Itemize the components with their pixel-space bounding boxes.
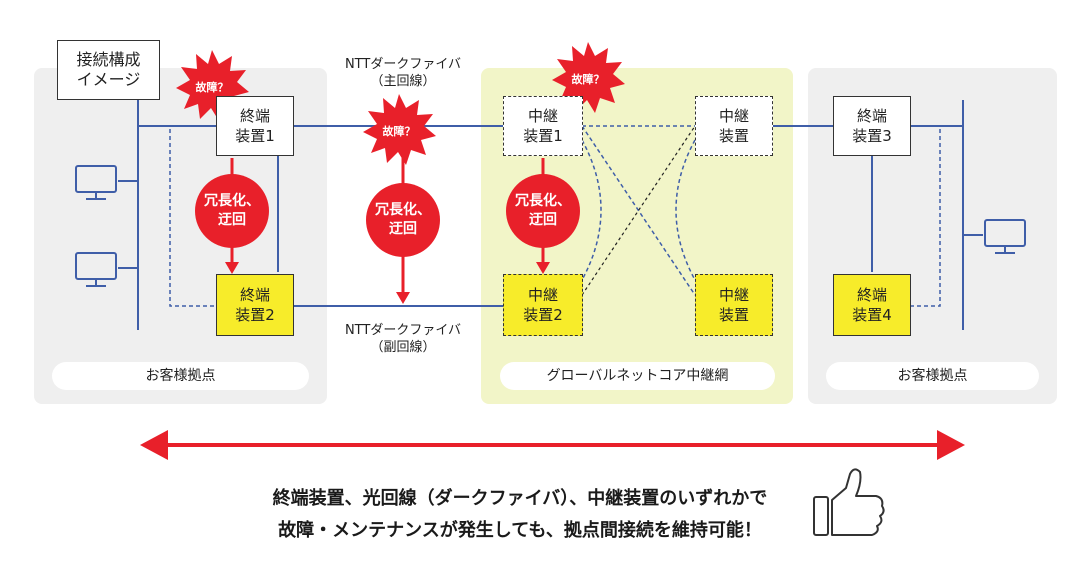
thumbs-up-icon	[813, 468, 885, 536]
primary-line-caption: NTTダークファイバ （主回線）	[344, 57, 462, 89]
bottom-message-line-2: 故障・メンテナンスが発生しても、拠点間接続を維持可能！	[278, 520, 762, 541]
zone-label-right-site: お客様拠点	[826, 362, 1039, 390]
zone-label-left-site: お客様拠点	[52, 362, 309, 390]
relay-device-bottom-right: 中継 装置	[695, 274, 773, 336]
terminal-device-4: 終端 装置4	[833, 274, 911, 336]
relay-device-1: 中継 装置1	[503, 96, 583, 156]
monitor-icon	[75, 165, 1026, 287]
bottom-message-line-1: 終端装置、光回線（ダークファイバ）、中継装置のいずれかで	[272, 488, 768, 509]
secondary-line-caption: NTTダークファイバ （副回線）	[344, 323, 462, 355]
double-arrow-icon	[140, 430, 965, 460]
terminal-device-2: 終端 装置2	[216, 274, 294, 336]
diagram-title: 接続構成 イメージ	[57, 40, 160, 100]
fault-label-line: 故障？	[382, 125, 416, 138]
fault-label-terminal: 故障？	[195, 81, 229, 94]
terminal-device-1: 終端 装置1	[216, 96, 294, 156]
fault-label-relay: 故障？	[571, 73, 605, 86]
zone-label-core-network: グローバルネットコア中継網	[500, 362, 775, 390]
redundancy-label-relay: 冗長化、 迂回	[515, 193, 571, 228]
terminal-device-3: 終端 装置3	[833, 96, 911, 156]
redundancy-label-line: 冗長化、 迂回	[375, 202, 431, 237]
redundancy-label-terminal: 冗長化、 迂回	[204, 193, 260, 228]
relay-device-top-right: 中継 装置	[695, 96, 773, 156]
relay-device-2: 中継 装置2	[503, 274, 583, 336]
